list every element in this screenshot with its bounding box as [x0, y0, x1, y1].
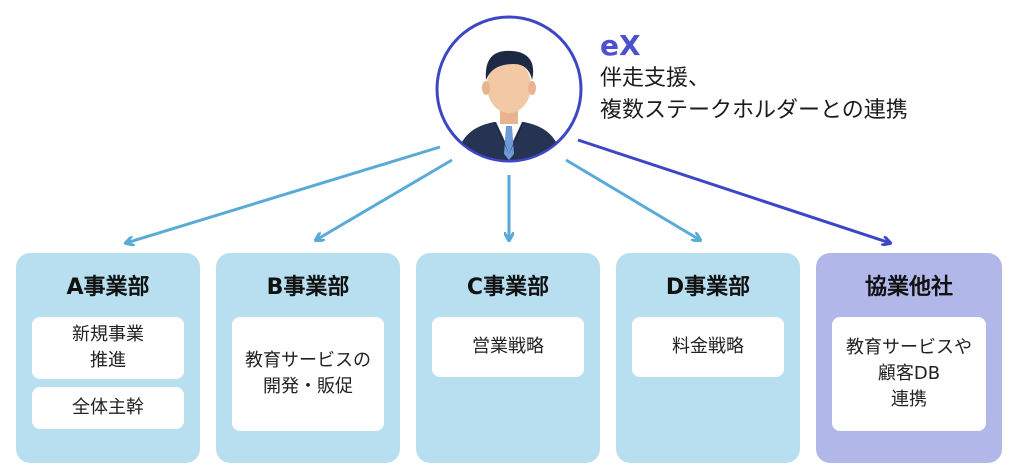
card-line: 推進 [90, 350, 126, 371]
role-description-line1: 伴走支援、 [600, 66, 711, 91]
card-line: 教育サービスの [245, 350, 371, 371]
card-line: 教育サービスや [846, 337, 972, 358]
partner-company-card-1: 教育サービスや 顧客DB 連携 [832, 317, 986, 431]
department-d-title: D事業部 [665, 275, 751, 300]
card-line: 顧客DB [877, 363, 941, 384]
card-line: 連携 [891, 389, 927, 410]
card-line: 開発・販促 [263, 376, 353, 397]
arrow-to-d [565, 158, 700, 240]
partner-company-panel: 協業他社 教育サービスや 顧客DB 連携 [816, 253, 1002, 463]
avatar [434, 14, 584, 164]
card-line: 料金戦略 [672, 336, 744, 357]
card-line: 全体主幹 [72, 397, 144, 418]
department-b-panel: B事業部 教育サービスの 開発・販促 [216, 253, 400, 463]
role-label: eX 伴走支援、 複数ステークホルダーとの連携 [600, 30, 908, 126]
arrow-to-partner [577, 138, 890, 243]
arrow-to-b [316, 158, 453, 240]
businessman-avatar-icon [435, 15, 583, 163]
department-a-card-1: 新規事業 推進 [32, 317, 184, 379]
department-d-card-1: 料金戦略 [632, 317, 784, 377]
department-c-panel: C事業部 営業戦略 [416, 253, 600, 463]
department-b-title: B事業部 [266, 275, 350, 300]
department-c-title: C事業部 [466, 275, 550, 300]
partner-company-title: 協業他社 [864, 275, 953, 300]
card-line: 新規事業 [72, 324, 144, 345]
role-description-line2: 複数ステークホルダーとの連携 [600, 98, 908, 123]
card-line: 営業戦略 [472, 336, 544, 357]
brand-name: eX [600, 29, 641, 62]
department-d-panel: D事業部 料金戦略 [616, 253, 800, 463]
arrow-to-a [126, 145, 441, 243]
department-a-panel: A事業部 新規事業 推進 全体主幹 [16, 253, 200, 463]
department-a-title: A事業部 [66, 275, 150, 300]
department-a-card-2: 全体主幹 [32, 387, 184, 429]
department-b-card-1: 教育サービスの 開発・販促 [232, 317, 384, 431]
department-c-card-1: 営業戦略 [432, 317, 584, 377]
